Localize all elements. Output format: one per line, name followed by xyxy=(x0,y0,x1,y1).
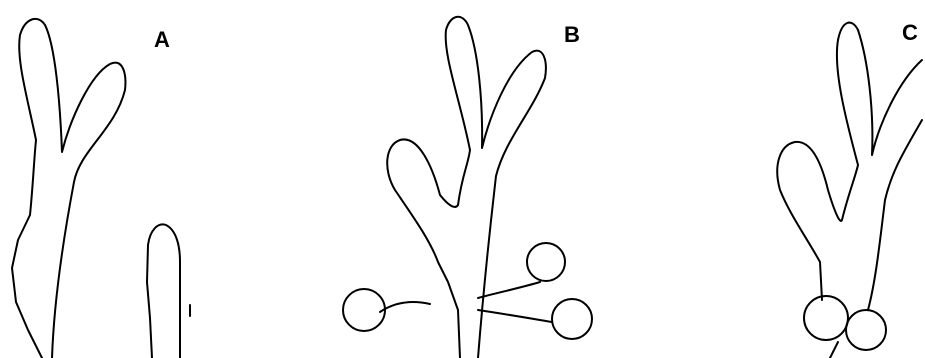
panel-b-label: B xyxy=(564,22,580,47)
panel-b: B xyxy=(343,17,592,358)
panel-b-bud-lower-stalk xyxy=(478,310,552,322)
panel-c-branch-outline xyxy=(777,23,922,358)
panel-b-bud-upper-stalk xyxy=(478,282,540,298)
panel-c-right-edge xyxy=(868,120,922,310)
panel-b-branch-outline xyxy=(387,17,546,358)
panel-c-label: C xyxy=(902,20,918,45)
panel-b-bud-lower xyxy=(552,299,592,339)
panel-a: A xyxy=(12,19,190,358)
panel-b-bud-left xyxy=(343,289,385,331)
panel-c: C xyxy=(777,20,922,358)
panel-b-bud-upper xyxy=(527,243,565,281)
panel-a-label: A xyxy=(154,27,170,52)
panel-a-branch-outline xyxy=(12,19,125,358)
panel-c-bud-right xyxy=(846,310,886,350)
panel-a-stub-outline xyxy=(147,224,180,358)
panel-c-bud-left xyxy=(804,296,848,340)
panel-b-bud-left-stalk xyxy=(380,302,430,312)
